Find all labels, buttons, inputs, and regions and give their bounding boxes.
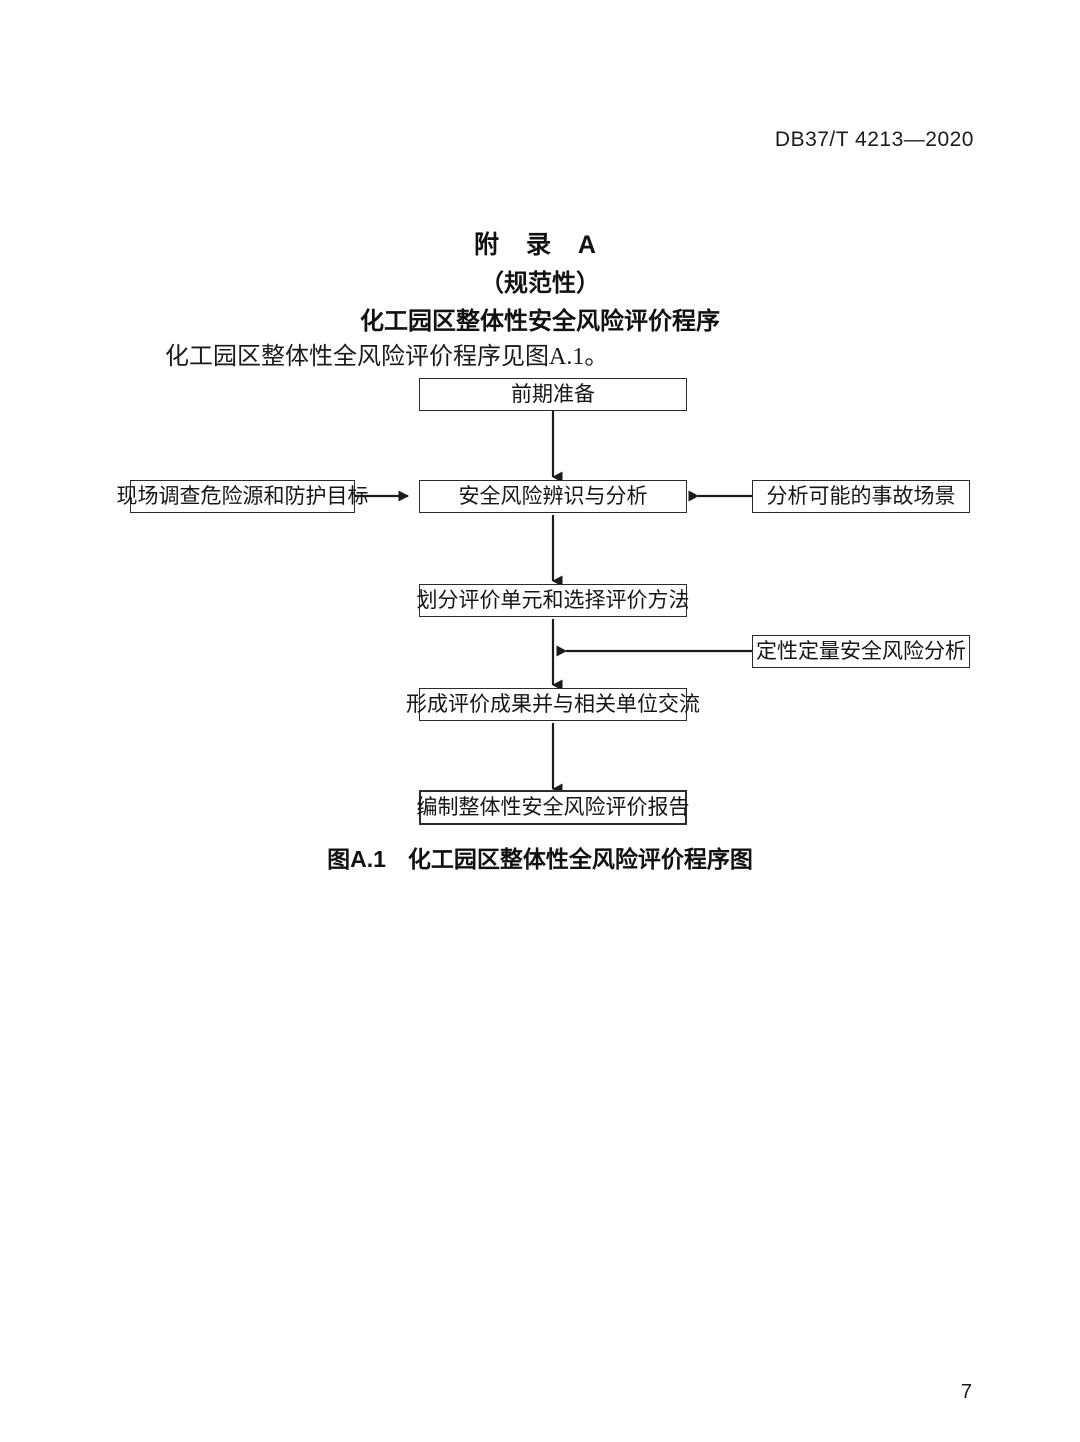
flow-box-unit-division[interactable]: 划分评价单元和选择评价方法 [417, 584, 690, 617]
flow-box-preparation[interactable]: 前期准备 [419, 378, 687, 411]
annex-kind: （规范性） [480, 270, 600, 297]
flow-box-qualitative-quantitative[interactable]: 定性定量安全风险分析 [752, 635, 970, 668]
annex-subject: 化工园区整体性安全风险评价程序 [360, 308, 720, 335]
flow-box-site-survey[interactable]: 现场调查危险源和防护目标 [117, 480, 369, 513]
page-number: 7 [960, 1381, 972, 1403]
flow-box-final-report[interactable]: 编制整体性安全风险评价报告 [417, 790, 690, 825]
flow-box-accident-scenarios[interactable]: 分析可能的事故场景 [752, 480, 970, 513]
flow-box-risk-identification[interactable]: 安全风险辨识与分析 [419, 480, 687, 513]
flowchart-figure: 前期准备 现场调查危险源和防护目标 安全风险辨识与分析 分析可能的事故场景 划分… [0, 365, 1080, 830]
intro-paragraph: 化工园区整体性全风险评价程序见图A.1。 [165, 344, 609, 370]
annex-heading-block: 附 录 A （规范性） 化工园区整体性安全风险评价程序 [0, 228, 1080, 340]
figure-caption: 图A.1 化工园区整体性全风险评价程序图 [0, 840, 1080, 874]
flow-box-results-exchange[interactable]: 形成评价成果并与相关单位交流 [406, 688, 700, 721]
annex-title: 附 录 A [474, 231, 606, 259]
figure-caption-label: 图A.1 [327, 846, 386, 872]
standard-code-header: DB37/T 4213—2020 [774, 128, 974, 151]
figure-caption-text: 化工园区整体性全风险评价程序图 [407, 846, 753, 872]
